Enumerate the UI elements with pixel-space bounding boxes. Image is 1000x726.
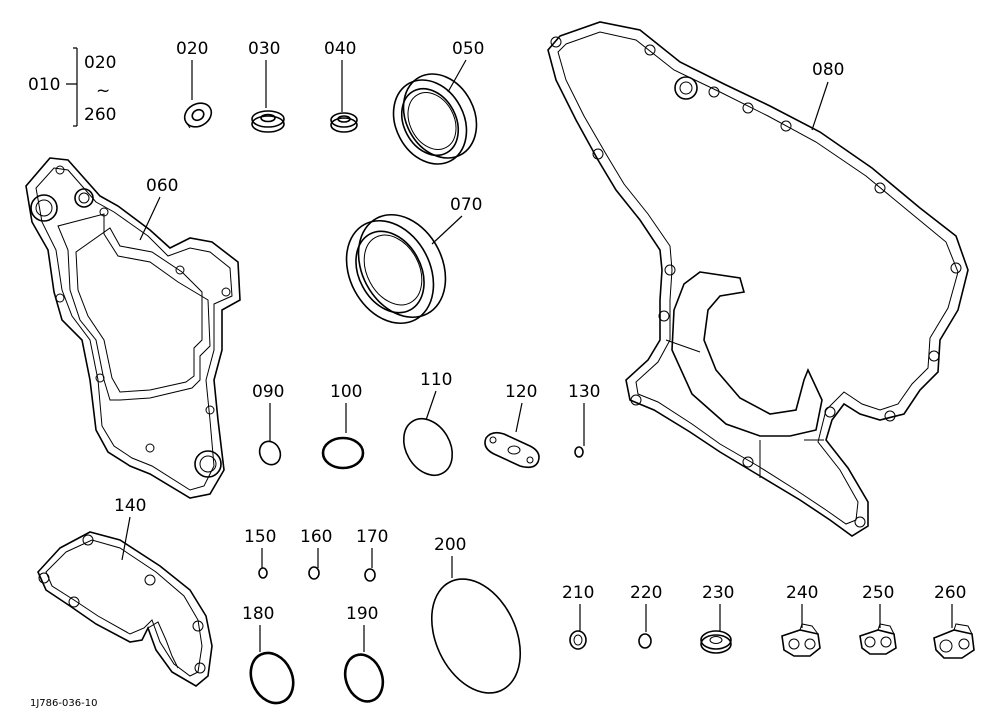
part-170-o-ring xyxy=(364,568,376,582)
part-label-020: 020 xyxy=(176,39,208,59)
part-label-220: 220 xyxy=(630,583,662,603)
part-160-o-ring xyxy=(308,566,320,580)
part-label-200: 200 xyxy=(434,535,466,555)
part-label-160: 160 xyxy=(300,527,332,547)
part-040-washer xyxy=(330,112,358,133)
part-020-washer xyxy=(183,102,213,129)
part-label-240: 240 xyxy=(786,583,818,603)
part-110-o-ring xyxy=(402,417,454,477)
part-label-030: 030 xyxy=(248,39,280,59)
part-230-washer xyxy=(700,630,732,654)
part-130-o-ring xyxy=(574,446,584,458)
part-250-seal-clip xyxy=(859,623,897,655)
part-060-gasket xyxy=(25,157,241,499)
part-label-070: 070 xyxy=(450,195,482,215)
part-260-seal-clip xyxy=(933,623,975,659)
group-label: 010 020 ~ 260 xyxy=(28,47,116,127)
part-label-090: 090 xyxy=(252,382,284,402)
group-range-start: 020 xyxy=(84,53,116,73)
part-180-o-ring xyxy=(249,651,295,705)
leader-lines xyxy=(121,59,953,652)
part-label-050: 050 xyxy=(452,39,484,59)
part-210-washer xyxy=(569,630,587,650)
part-label-210: 210 xyxy=(562,583,594,603)
part-030-washer xyxy=(251,110,285,133)
part-label-230: 230 xyxy=(702,583,734,603)
part-label-250: 250 xyxy=(862,583,894,603)
part-150-o-ring xyxy=(258,567,268,579)
part-labels: 020 030 040 050 060 070 080 090 100 110 … xyxy=(114,39,966,624)
part-label-140: 140 xyxy=(114,496,146,516)
part-050-oil-seal xyxy=(392,73,478,165)
part-label-080: 080 xyxy=(812,60,844,80)
part-label-100: 100 xyxy=(330,382,362,402)
part-100-o-ring xyxy=(321,436,365,470)
part-label-180: 180 xyxy=(242,604,274,624)
part-140-gasket xyxy=(37,531,213,687)
part-090-o-ring xyxy=(258,440,282,466)
part-label-110: 110 xyxy=(420,370,452,390)
group-bracket xyxy=(66,47,78,127)
part-label-060: 060 xyxy=(146,176,178,196)
group-range-sep: ~ xyxy=(96,81,110,101)
part-label-040: 040 xyxy=(324,39,356,59)
part-label-130: 130 xyxy=(568,382,600,402)
part-label-150: 150 xyxy=(244,527,276,547)
part-190-o-ring xyxy=(343,653,385,703)
part-label-260: 260 xyxy=(934,583,966,603)
part-120-gasket xyxy=(484,431,540,469)
group-range-end: 260 xyxy=(84,105,116,125)
part-070-oil-seal xyxy=(345,213,447,325)
part-080-gasket xyxy=(547,21,969,537)
drawing-code: 1J786-036-10 xyxy=(30,698,97,709)
part-label-190: 190 xyxy=(346,604,378,624)
part-label-120: 120 xyxy=(505,382,537,402)
part-label-170: 170 xyxy=(356,527,388,547)
part-220-o-ring xyxy=(638,633,652,649)
part-240-seal-clip xyxy=(781,623,821,657)
group-parent-label: 010 xyxy=(28,75,60,95)
part-200-o-ring xyxy=(430,578,522,694)
